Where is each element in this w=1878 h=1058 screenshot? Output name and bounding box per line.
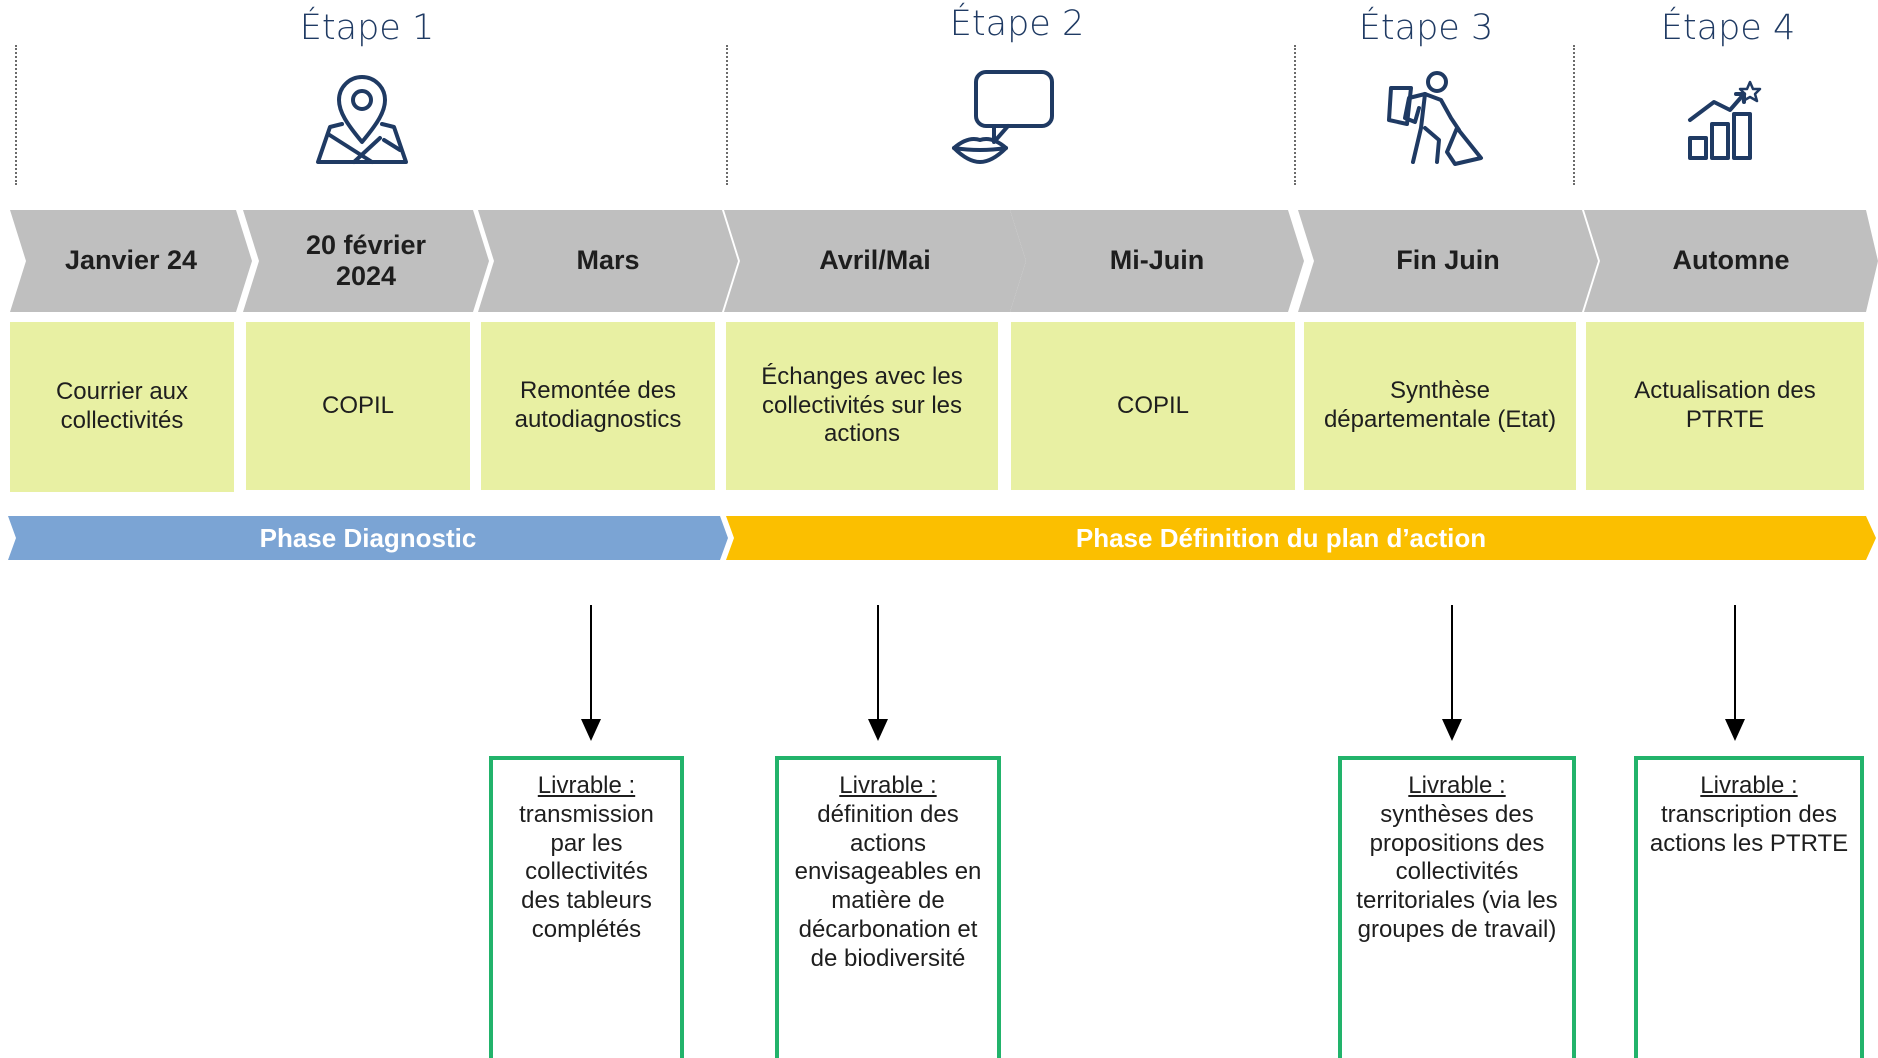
phase-definition-bar: Phase Définition du plan d’action [726, 516, 1876, 560]
chevron-shape [243, 210, 489, 312]
deliverable-title: Livrable : [1700, 772, 1798, 799]
phase-label: Phase Définition du plan d’action [1075, 522, 1487, 553]
chevron-shape [1298, 210, 1598, 312]
task-box: COPIL [1011, 322, 1295, 490]
deliverable-box: Livrable : transmission par les collecti… [489, 756, 684, 1058]
deliverable-box: Livrable : synthèses des propositions de… [1338, 756, 1576, 1058]
phase-diagnostic-bar: Phase Diagnostic [8, 516, 728, 560]
down-arrow-icon [868, 605, 888, 741]
timeline-chevron-fin-juin: Fin Juin [1298, 210, 1598, 312]
timeline-date: Mi-Juin [1109, 245, 1205, 276]
step-2-title: Étape 2 [949, 4, 1085, 44]
deliverable-text: transcription des actions les PTRTE [1649, 800, 1849, 857]
timeline-chevron-mi-juin: Mi-Juin [1010, 210, 1304, 312]
down-arrow-icon [1725, 605, 1745, 741]
deliverable-text: définition des actions envisageables en … [794, 800, 982, 972]
timeline-date: 20 février 2024 [305, 229, 427, 291]
timeline-chevron-avril-mai: Avril/Mai [724, 210, 1026, 312]
task-box: Échanges avec les collectivités sur les … [726, 322, 998, 490]
speech-bubble-icon [952, 70, 1054, 164]
deliverable-box: Livrable : définition des actions envisa… [775, 756, 1001, 1058]
growth-chart-icon [1688, 80, 1762, 160]
timeline-date: Automne [1672, 245, 1790, 276]
task-box: Actualisation des PTRTE [1586, 322, 1864, 490]
timeline-chevron-mars: Mars [478, 210, 738, 312]
phase-label: Phase Diagnostic [259, 522, 477, 553]
phase-bar-shape [8, 516, 728, 560]
deliverable-title: Livrable : [1408, 772, 1506, 799]
chevron-shape [478, 210, 738, 312]
task-box: Remontée des autodiagnostics [481, 322, 715, 490]
step-separator [15, 45, 17, 185]
timeline-chevron-fevrier: 20 février 2024 [243, 210, 489, 312]
deliverable-title: Livrable : [839, 772, 937, 799]
timeline-date: Fin Juin [1396, 245, 1500, 276]
step-separator [1294, 45, 1296, 185]
worker-shovel-icon [1387, 71, 1483, 166]
phase-bar-shape [726, 516, 1876, 560]
step-separator [1573, 45, 1575, 185]
task-box: COPIL [246, 322, 470, 490]
timeline-date: Mars [576, 245, 640, 276]
deliverable-title: Livrable : [537, 772, 636, 799]
step-separator [726, 45, 728, 185]
timeline-date: Avril/Mai [819, 245, 931, 276]
chevron-shape [1010, 210, 1304, 312]
deliverable-box: Livrable : transcription des actions les… [1634, 756, 1864, 1058]
step-1-title: Étape 1 [299, 8, 435, 48]
timeline-date: Janvier 24 [64, 245, 198, 276]
chevron-shape [724, 210, 1026, 312]
map-pin-icon [316, 75, 408, 164]
task-box: Courrier aux collectivités [10, 322, 234, 492]
down-arrow-icon [1442, 605, 1462, 741]
deliverable-text: synthèses des propositions des collectiv… [1356, 800, 1558, 943]
step-3-title: Étape 3 [1358, 8, 1494, 48]
chevron-shape [10, 210, 252, 312]
step-4-title: Étape 4 [1660, 8, 1796, 48]
chevron-shape [1584, 210, 1878, 312]
timeline-chevron-automne: Automne [1584, 210, 1878, 312]
deliverable-text: transmission par les collectivités des t… [519, 800, 654, 943]
task-box: Synthèse départementale (Etat) [1304, 322, 1576, 490]
down-arrow-icon [581, 605, 601, 741]
timeline-chevron-janvier: Janvier 24 [10, 210, 252, 312]
